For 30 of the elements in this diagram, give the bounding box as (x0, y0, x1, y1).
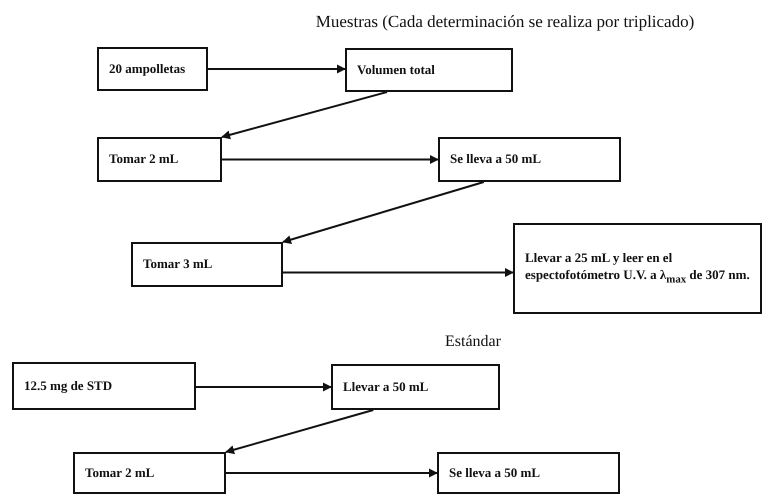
arrow (225, 409, 374, 454)
arrow (226, 468, 438, 478)
process-box (97, 137, 222, 182)
box-text: Se lleva a 50 mL (450, 151, 541, 168)
process-box (437, 452, 620, 494)
box-text: Llevar a 50 mL (343, 378, 428, 396)
box-text: Llevar a 25 mL y leer en el espectofotómetro U.V. a λ$_{max}$ de 307 nm. (525, 250, 750, 287)
title: Muestras (Cada determinación se realiza por triplicado) (314, 12, 696, 32)
box-text: Volumen total (357, 62, 435, 78)
section-heading: Estándar (445, 333, 501, 351)
arrow (196, 382, 332, 392)
process-box (131, 242, 283, 287)
box-text: 20 ampolletas (109, 60, 186, 78)
process-box (331, 364, 500, 410)
box-text: Tomar 2 mL (109, 151, 178, 168)
process-box (12, 362, 196, 410)
arrow (221, 91, 388, 140)
arrow (208, 64, 346, 74)
arrow (283, 268, 514, 277)
box-text: Tomar 3 mL (143, 256, 212, 273)
box-text: 12.5 mg de STD (24, 378, 112, 394)
process-box (97, 47, 208, 91)
arrow (222, 155, 439, 164)
box-text: Tomar 2 mL (85, 464, 154, 482)
process-box (438, 137, 621, 182)
box-text: Se lleva a 50 mL (449, 464, 540, 482)
process-box (73, 452, 226, 494)
arrow (282, 181, 484, 244)
process-box (513, 223, 762, 314)
process-box (345, 48, 513, 92)
